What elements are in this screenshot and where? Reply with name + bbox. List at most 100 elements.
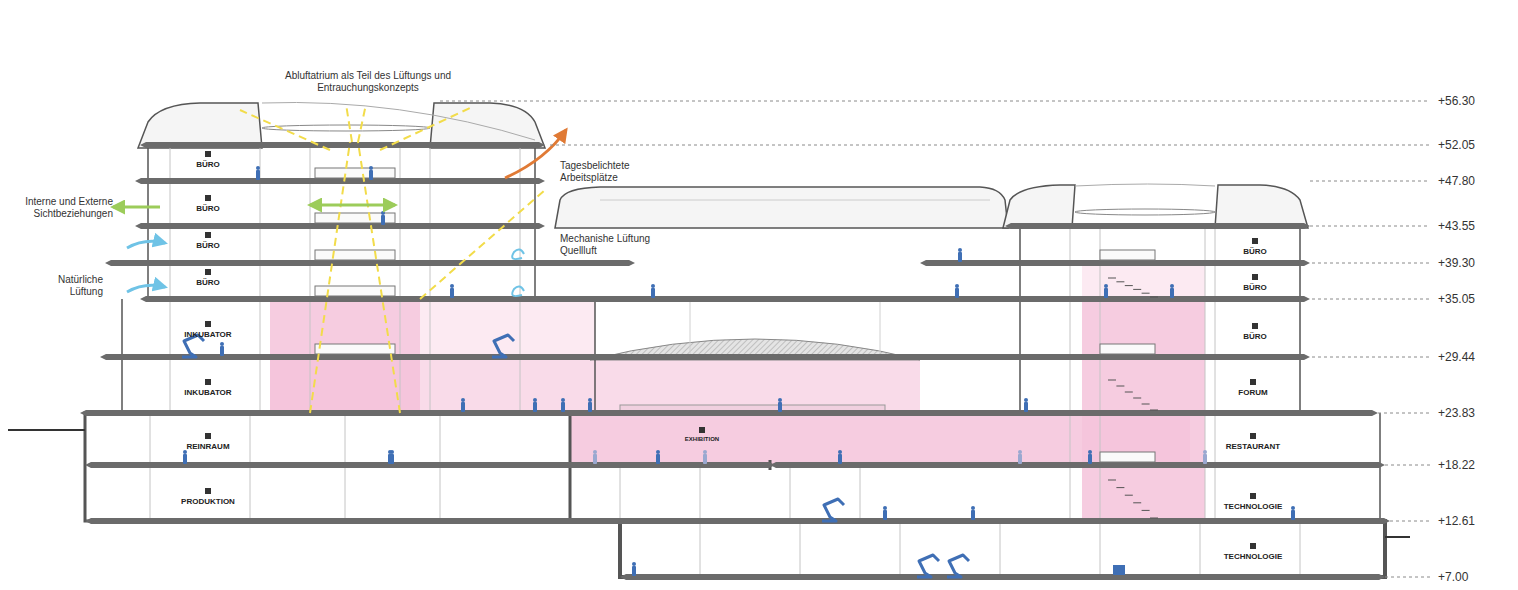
robot-arm	[917, 555, 939, 577]
sightline-arrow	[113, 206, 160, 209]
person	[883, 510, 887, 520]
column	[400, 145, 401, 413]
exhaust-ray	[420, 190, 545, 299]
person	[651, 284, 655, 288]
elevation-label: +56.30	[1438, 94, 1475, 108]
room-icon	[1250, 379, 1256, 385]
stair-step	[1116, 487, 1124, 488]
exhaust-ray	[380, 108, 470, 150]
exhaust-arrow	[505, 130, 566, 178]
person	[588, 402, 592, 412]
level-line	[1385, 465, 1430, 466]
room-icon	[1250, 543, 1256, 549]
stair-step	[1142, 404, 1150, 405]
floor-slab	[140, 296, 1310, 302]
person	[461, 402, 465, 412]
room-label: EXHIBITION	[685, 436, 719, 443]
person	[656, 450, 660, 454]
person	[593, 454, 597, 464]
person	[369, 166, 373, 170]
level-line	[1310, 226, 1430, 227]
roof-glazing	[600, 200, 990, 201]
atrium-bridge	[315, 250, 395, 260]
floor-slab	[105, 260, 635, 266]
stair-step	[1150, 297, 1158, 298]
column	[790, 465, 791, 521]
airflow-swirl	[512, 286, 524, 296]
roof-glazing	[1075, 209, 1215, 215]
room-icon	[1252, 238, 1258, 244]
column	[260, 145, 261, 413]
stair-step	[1125, 495, 1133, 496]
person	[1104, 288, 1108, 298]
stair-step	[1133, 398, 1141, 399]
stair-step	[1150, 410, 1158, 411]
exhaust-ray	[346, 104, 352, 142]
level-line	[1390, 521, 1430, 522]
floor-slab	[620, 574, 1385, 580]
column	[310, 145, 311, 413]
floor-slab	[140, 142, 545, 148]
elevation-label: +29.44	[1438, 350, 1475, 364]
level-line	[1312, 357, 1430, 358]
stair-step	[1108, 278, 1116, 279]
room-label: BÜRO	[196, 278, 220, 288]
room-label: BÜRO	[196, 204, 220, 214]
level-line	[440, 101, 1430, 102]
floor-slab	[85, 462, 775, 468]
column	[520, 145, 521, 413]
forklift	[1113, 565, 1125, 575]
person	[1088, 454, 1092, 464]
roof-glazing	[262, 125, 430, 131]
person	[450, 288, 454, 298]
person	[450, 284, 454, 288]
person	[381, 211, 385, 215]
column	[1070, 226, 1071, 521]
room-icon	[205, 433, 211, 439]
atrium-bridge	[1100, 344, 1155, 354]
person	[1024, 402, 1028, 412]
person	[1018, 450, 1022, 454]
atrium-bridge	[1100, 250, 1155, 260]
room-label: BÜRO	[196, 160, 220, 170]
person	[632, 562, 636, 566]
middle-roof	[555, 187, 1008, 228]
roof-cap	[1003, 185, 1075, 228]
column	[620, 465, 621, 521]
stair-step	[1116, 386, 1124, 387]
person	[703, 450, 707, 454]
floor-slab	[770, 462, 1385, 468]
level-line	[550, 145, 1430, 146]
column	[700, 521, 701, 577]
column	[1000, 521, 1001, 577]
exhaust-ray	[358, 142, 400, 413]
atrium-zone	[420, 357, 920, 413]
column	[1100, 226, 1101, 521]
stair-step	[1133, 502, 1141, 503]
ventilation-arrow	[127, 285, 165, 292]
room-label: TECHNOLOGIE	[1224, 502, 1283, 512]
roof-cap	[138, 103, 262, 148]
wall	[147, 145, 149, 299]
person	[703, 454, 707, 464]
room-label: BÜRO	[1243, 283, 1267, 293]
room-icon	[1250, 433, 1256, 439]
person	[838, 450, 842, 454]
annotation: Mechanishe Lüftung Quellluft	[560, 233, 660, 257]
ground-line	[1385, 536, 1410, 538]
column	[800, 521, 801, 577]
person	[971, 510, 975, 520]
room-label: RESTAURANT	[1226, 442, 1281, 452]
person	[1291, 506, 1295, 510]
floor-slab	[920, 260, 1310, 266]
annotation: Natürliche Lüftung	[41, 274, 103, 298]
atrium-bridge	[315, 344, 395, 354]
column	[430, 145, 431, 413]
person	[1088, 450, 1092, 454]
person	[461, 398, 465, 402]
room-icon	[205, 321, 211, 327]
column	[880, 299, 881, 357]
column	[1300, 521, 1301, 577]
atrium-zone	[420, 299, 595, 357]
person	[533, 398, 537, 402]
